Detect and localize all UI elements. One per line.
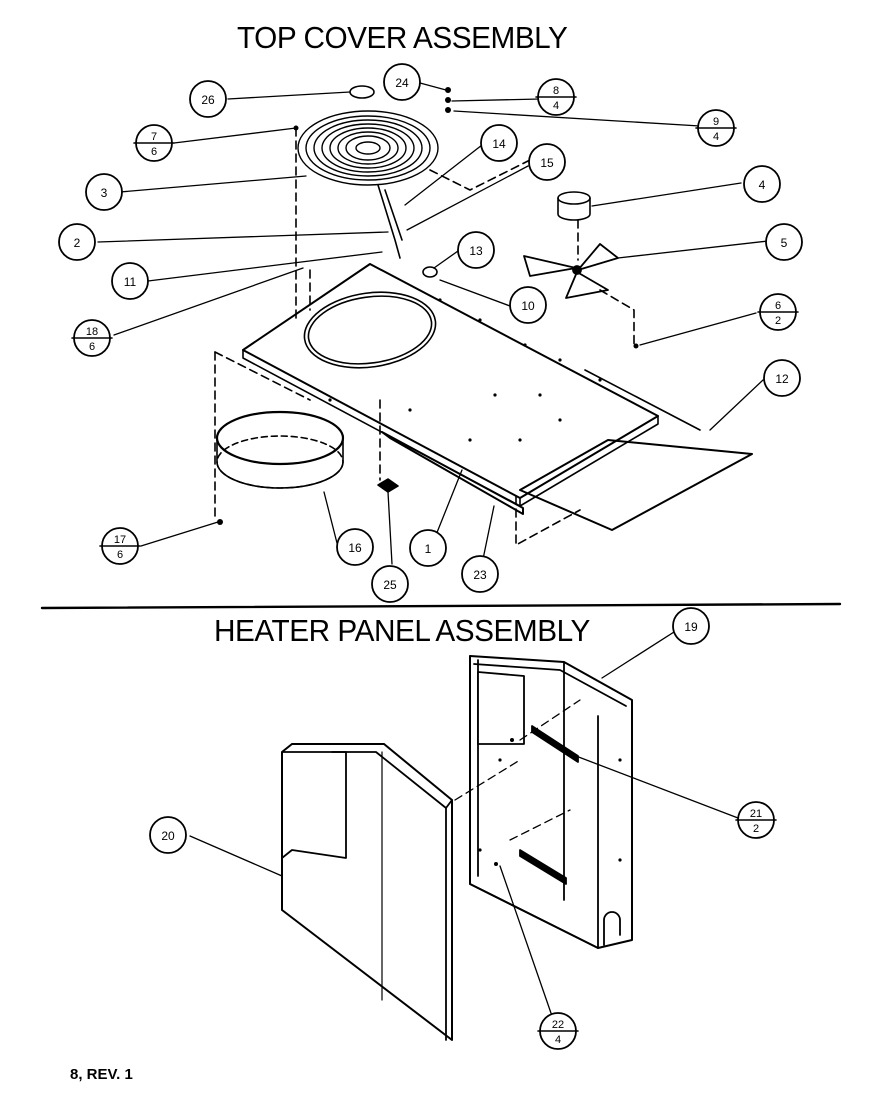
callout-7-6: 76 [133, 124, 175, 162]
callout-3: 3 [85, 173, 123, 211]
callout-number: 26 [201, 93, 215, 107]
callout-number: 12 [775, 372, 789, 386]
callout-number: 6 [151, 146, 157, 158]
callout-number: 6 [89, 341, 95, 353]
lower-cover-12 [519, 439, 753, 531]
callout-number: 23 [473, 568, 487, 582]
callout-number: 7 [151, 131, 157, 143]
callout-16: 16 [336, 528, 374, 566]
bracket-25 [377, 478, 399, 493]
heater-panel-drawing [281, 655, 633, 1041]
callout-number: 6 [775, 300, 781, 312]
callout-circle [371, 565, 409, 603]
callout-20: 20 [149, 816, 187, 854]
page-footer: 8, REV. 1 [70, 1066, 133, 1083]
callout-number: 4 [555, 1034, 561, 1046]
section-title-top-cover: TOP COVER ASSEMBLY [237, 20, 568, 55]
callout-number: 8 [553, 85, 559, 97]
callout-number: 21 [750, 808, 762, 820]
callout-number: 9 [713, 116, 719, 128]
callout-4: 4 [743, 165, 781, 203]
callout-circle [457, 231, 495, 269]
callout-13: 13 [457, 231, 495, 269]
callout-number: 10 [521, 299, 535, 313]
callout-number: 14 [492, 137, 506, 151]
callout-19: 19 [672, 607, 710, 645]
callout-number: 13 [469, 244, 483, 258]
callout-17-6: 176 [99, 527, 141, 565]
callout-number: 6 [117, 549, 123, 561]
callout-number: 19 [684, 620, 698, 634]
callout-circle [85, 173, 123, 211]
callout-number: 22 [552, 1019, 564, 1031]
callout-number: 2 [775, 315, 781, 327]
callout-circle [383, 63, 421, 101]
callout-2: 2 [58, 223, 96, 261]
callout-number: 15 [540, 156, 554, 170]
callout-circle [672, 607, 710, 645]
callout-6-2: 62 [757, 293, 799, 331]
callout-circle [509, 286, 547, 324]
callout-14: 14 [480, 124, 518, 162]
callout-12: 12 [763, 359, 801, 397]
callout-circle [765, 223, 803, 261]
condenser-coil-3 [297, 110, 439, 186]
callout-24: 24 [383, 63, 421, 101]
strip-23 [381, 431, 524, 515]
callout-circle [763, 359, 801, 397]
callout-23: 23 [461, 555, 499, 593]
callout-circle [58, 223, 96, 261]
callout-circle [336, 528, 374, 566]
callout-number: 24 [395, 76, 409, 90]
callout-21-2: 212 [735, 801, 777, 839]
leader-lines-heater [189, 631, 739, 1017]
callout-circle [111, 262, 149, 300]
callout-1: 1 [409, 529, 447, 567]
callout-22-4: 224 [537, 1012, 579, 1050]
fan-motor-4 [557, 191, 591, 221]
fan-blade-5 [523, 243, 619, 299]
callout-number: 16 [348, 541, 362, 555]
fan-opening [303, 291, 437, 369]
section-title-heater-panel: HEATER PANEL ASSEMBLY [214, 613, 590, 648]
callout-circle [409, 529, 447, 567]
callout-number: 18 [86, 326, 98, 338]
callout-number: 17 [114, 534, 126, 546]
leader-lines-top [97, 82, 769, 565]
callout-circle [743, 165, 781, 203]
callout-15: 15 [528, 143, 566, 181]
fan-ring-16 [215, 410, 345, 466]
callout-number: 2 [753, 823, 759, 835]
callout-25: 25 [371, 565, 409, 603]
callout-number: 1 [425, 542, 432, 556]
callout-circle [528, 143, 566, 181]
callout-circle [480, 124, 518, 162]
callout-number: 2 [74, 236, 81, 250]
callout-5: 5 [765, 223, 803, 261]
callout-11: 11 [111, 262, 149, 300]
callout-8-4: 84 [535, 78, 577, 116]
section-divider [40, 602, 842, 610]
callout-number: 20 [161, 829, 175, 843]
callout-18-6: 186 [71, 319, 113, 357]
callout-number: 4 [553, 100, 559, 112]
callout-number: 5 [781, 236, 788, 250]
callout-10: 10 [509, 286, 547, 324]
callout-number: 11 [124, 275, 137, 289]
callout-number: 4 [759, 178, 766, 192]
callout-9-4: 94 [695, 109, 737, 147]
callout-26: 26 [189, 80, 227, 118]
callout-circle [189, 80, 227, 118]
callout-number: 4 [713, 131, 719, 143]
top-cover-drawing [214, 85, 753, 546]
panel-20 [281, 743, 453, 1041]
callout-circle [149, 816, 187, 854]
callout-number: 3 [101, 186, 108, 200]
callout-number: 25 [383, 578, 397, 592]
callout-circle [461, 555, 499, 593]
